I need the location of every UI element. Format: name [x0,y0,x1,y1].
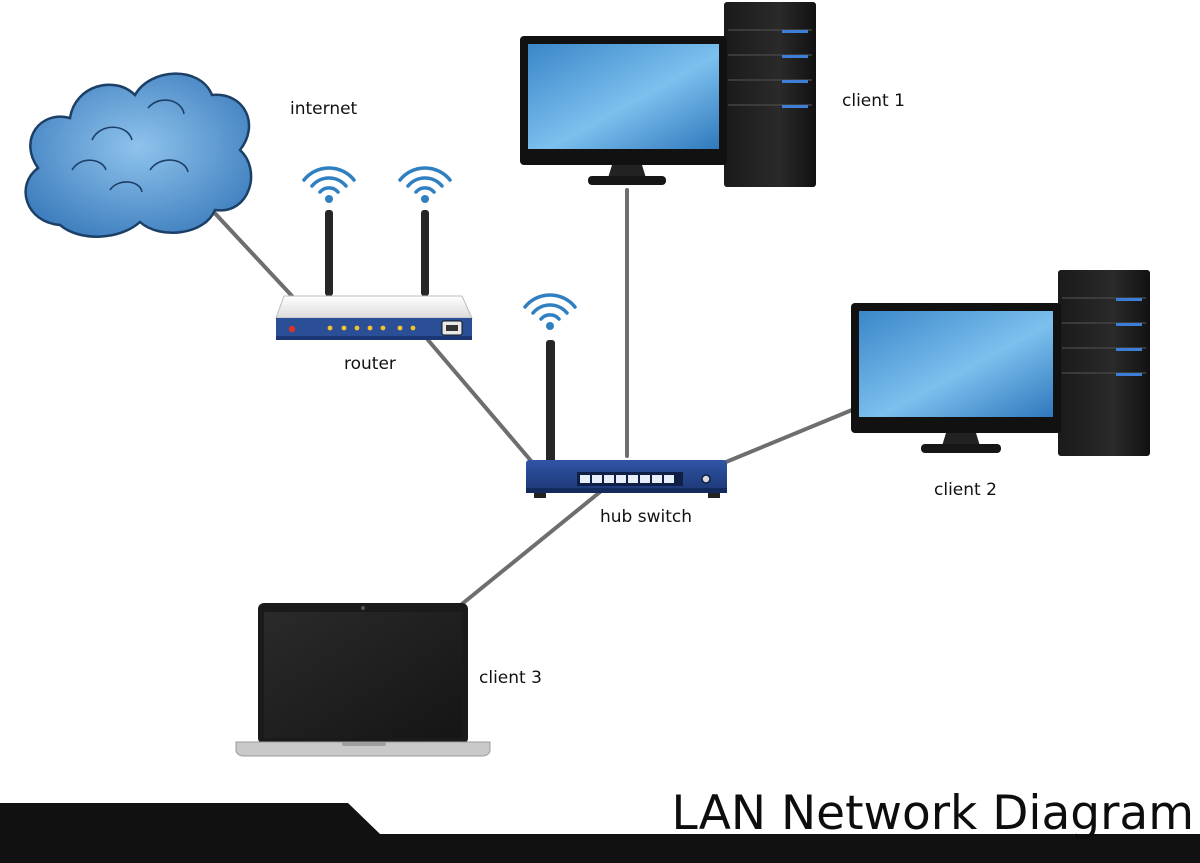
wifi-icon [302,166,356,205]
hub-switch-icon [523,293,727,498]
cables [208,188,854,606]
router-label: router [344,354,396,374]
internet-label: internet [290,99,358,119]
cable-hub-client2 [724,408,854,464]
wifi-icon [398,166,452,205]
cable-internet-router [208,206,294,298]
cable-router-hub [426,338,534,464]
laptop-icon [235,603,491,757]
client-3-label: client 3 [479,668,542,688]
router-icon [275,166,473,340]
desktop-computer-icon [851,270,1150,456]
title-bar [0,803,1200,863]
client-2-label: client 2 [934,480,997,500]
wifi-icon [523,293,577,332]
hub-switch-label: hub switch [600,507,693,527]
client-1-label: client 1 [842,91,905,111]
cable-hub-client3 [460,490,602,606]
desktop-computer-icon [520,2,816,187]
page-title: LAN Network Diagram [671,786,1195,841]
cloud-icon [24,72,253,238]
